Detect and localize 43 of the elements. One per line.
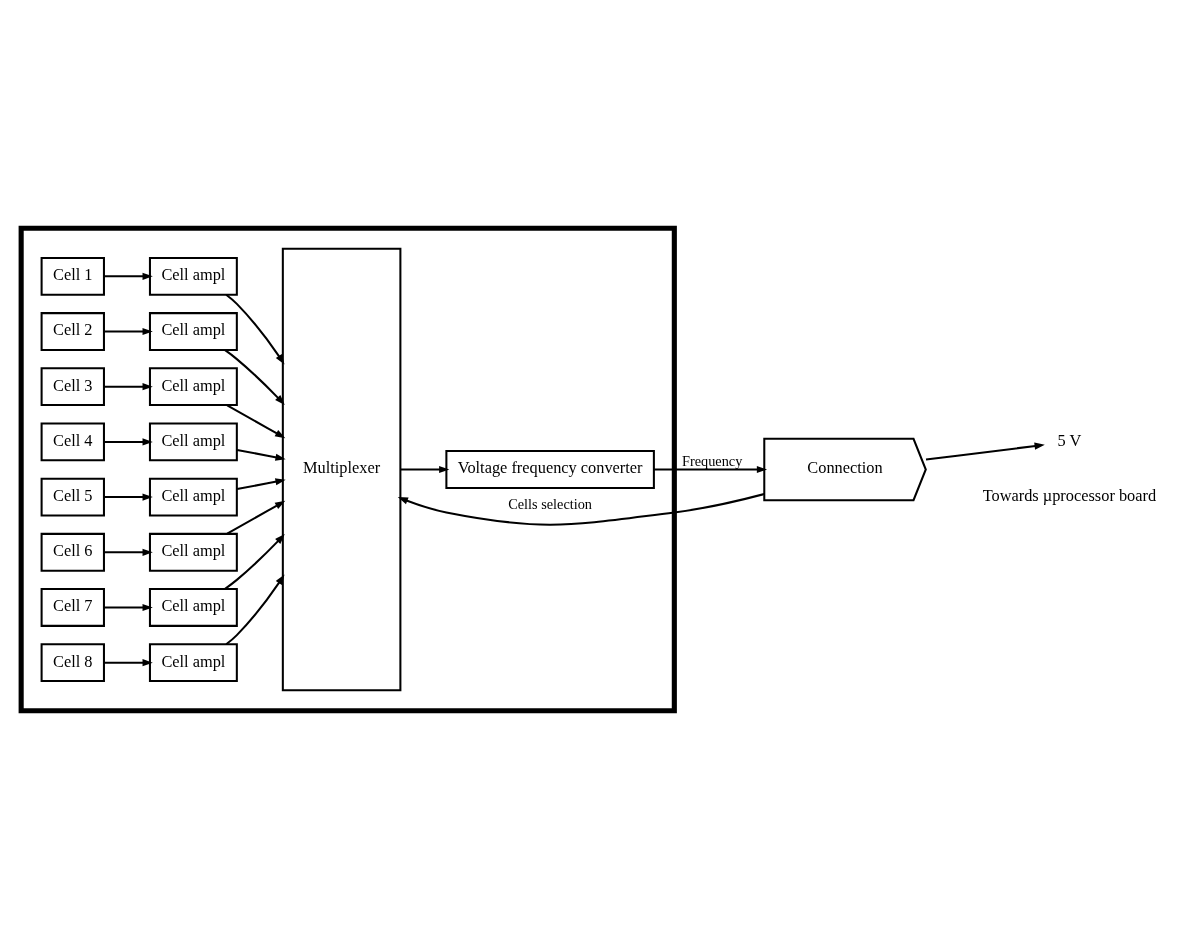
arrow [225,573,285,645]
node-box: Cell 6 [40,532,105,572]
arrow [236,477,286,490]
node-box: Cell ampl [148,422,238,461]
arrow [224,348,285,405]
node-box: Cell ampl [148,587,238,627]
arrow [397,492,765,526]
arrow [400,465,450,473]
node-box: Cell ampl [148,366,238,406]
node-box: Cell 3 [40,366,105,406]
node-box: Cell 8 [40,642,105,682]
arrow [224,533,285,590]
node-box: Cell ampl [148,256,238,296]
arrow [925,442,1045,461]
node-box: Cell ampl [148,642,238,682]
arrow [104,382,153,390]
arrow [225,293,285,365]
node-box: Cell ampl [148,477,238,516]
arrow [226,403,286,438]
node-box: Cell ampl [148,311,238,351]
arrow [104,327,153,335]
node-box: Cell 2 [40,311,105,351]
arrow [104,493,153,501]
edge-label: Cells selection [508,495,593,512]
node-box: Cell 5 [40,477,105,516]
node-box: Cell 4 [40,422,105,461]
node-box: Cell 1 [40,256,105,296]
node-box: Cell 7 [40,587,105,627]
arrow [104,272,153,280]
node-box: Cell ampl [148,532,238,572]
arrow [104,603,153,611]
arrow [226,500,286,535]
node-label: Towards µprocessor board [982,485,1157,505]
node-box: Multiplexer [281,247,402,691]
node-text: 5 V [1057,430,1082,450]
arrow [654,465,768,473]
arrow [104,658,153,666]
cluster [18,225,677,713]
edge-label: Frequency [681,452,743,469]
arrow [104,437,153,445]
arrow [236,448,286,461]
node-box: Voltage frequency converter [445,449,655,489]
arrow [104,548,153,556]
